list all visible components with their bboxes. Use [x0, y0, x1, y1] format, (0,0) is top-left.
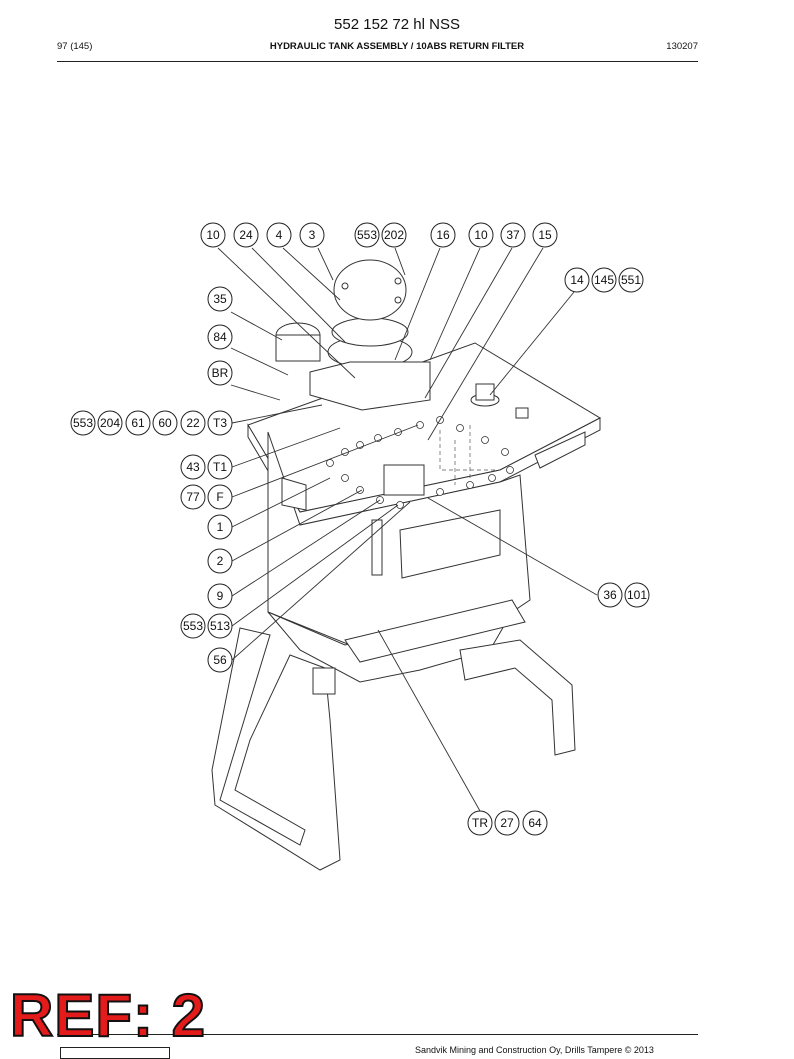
callout-64[interactable]: 64 [522, 810, 548, 836]
page-number: 97 (145) [57, 41, 93, 52]
callout-101[interactable]: 101 [624, 582, 650, 608]
callout-35[interactable]: 35 [207, 286, 233, 312]
callout-27[interactable]: 27 [494, 810, 520, 836]
callout-BR[interactable]: BR [207, 360, 233, 386]
callout-TR[interactable]: TR [467, 810, 493, 836]
callout-14[interactable]: 14 [564, 267, 590, 293]
callout-2[interactable]: 2 [207, 548, 233, 574]
svg-text:F: F [216, 490, 223, 504]
svg-text:61: 61 [131, 416, 145, 430]
svg-text:553: 553 [73, 416, 93, 430]
callout-3[interactable]: 3 [299, 222, 325, 248]
svg-text:14: 14 [570, 273, 584, 287]
callout-balloons: 10 24 4 3 553 202 16 10 37 15 14 145 551… [70, 222, 650, 836]
callout-9[interactable]: 9 [207, 583, 233, 609]
svg-text:84: 84 [213, 330, 227, 344]
footer-rule [57, 1034, 698, 1035]
section-title: HYDRAULIC TANK ASSEMBLY / 10ABS RETURN F… [269, 41, 525, 52]
callout-56[interactable]: 56 [207, 647, 233, 673]
callout-37[interactable]: 37 [500, 222, 526, 248]
svg-text:64: 64 [528, 816, 542, 830]
callout-F[interactable]: F [207, 484, 233, 510]
svg-text:551: 551 [621, 273, 641, 287]
svg-text:2: 2 [217, 554, 224, 568]
callout-513[interactable]: 513 [207, 613, 233, 639]
svg-text:1: 1 [217, 520, 224, 534]
svg-text:60: 60 [158, 416, 172, 430]
svg-text:35: 35 [213, 292, 227, 306]
svg-text:3: 3 [309, 228, 316, 242]
callout-553-lower[interactable]: 553 [180, 613, 206, 639]
callout-77[interactable]: 77 [180, 484, 206, 510]
svg-text:BR: BR [212, 366, 229, 380]
svg-text:4: 4 [276, 228, 283, 242]
svg-text:15: 15 [538, 228, 552, 242]
callout-551[interactable]: 551 [618, 267, 644, 293]
callout-36[interactable]: 36 [597, 582, 623, 608]
header-rule [57, 61, 698, 62]
svg-text:513: 513 [210, 619, 230, 633]
svg-text:9: 9 [217, 589, 224, 603]
callout-T3[interactable]: T3 [207, 410, 233, 436]
callout-84[interactable]: 84 [207, 324, 233, 350]
callout-24[interactable]: 24 [233, 222, 259, 248]
svg-text:56: 56 [213, 653, 227, 667]
callout-145[interactable]: 145 [591, 267, 617, 293]
document-code: 130207 [666, 41, 698, 52]
callout-15[interactable]: 15 [532, 222, 558, 248]
leader-lines [217, 247, 598, 812]
svg-text:43: 43 [186, 460, 200, 474]
svg-text:22: 22 [186, 416, 200, 430]
callout-10-second[interactable]: 10 [468, 222, 494, 248]
svg-text:101: 101 [627, 588, 647, 602]
tank-linework [211, 259, 602, 871]
callout-16[interactable]: 16 [430, 222, 456, 248]
svg-text:24: 24 [239, 228, 253, 242]
svg-text:204: 204 [100, 416, 120, 430]
svg-text:10: 10 [474, 228, 488, 242]
svg-text:553: 553 [183, 619, 203, 633]
callout-T1[interactable]: T1 [207, 454, 233, 480]
callout-4[interactable]: 4 [266, 222, 292, 248]
svg-text:37: 37 [506, 228, 520, 242]
svg-text:T3: T3 [213, 416, 227, 430]
footer-copyright: Sandvik Mining and Construction Oy, Dril… [415, 1045, 654, 1055]
callout-60[interactable]: 60 [152, 410, 178, 436]
callout-553[interactable]: 553 [354, 222, 380, 248]
svg-text:27: 27 [500, 816, 514, 830]
svg-text:TR: TR [472, 816, 488, 830]
svg-text:77: 77 [186, 490, 200, 504]
callout-204[interactable]: 204 [97, 410, 123, 436]
callout-61[interactable]: 61 [125, 410, 151, 436]
callout-43[interactable]: 43 [180, 454, 206, 480]
svg-text:T1: T1 [213, 460, 227, 474]
svg-text:553: 553 [357, 228, 377, 242]
callout-22[interactable]: 22 [180, 410, 206, 436]
svg-text:202: 202 [384, 228, 404, 242]
svg-text:36: 36 [603, 588, 617, 602]
svg-text:16: 16 [436, 228, 450, 242]
callout-202[interactable]: 202 [381, 222, 407, 248]
callout-553-left[interactable]: 553 [70, 410, 96, 436]
callout-10[interactable]: 10 [200, 222, 226, 248]
svg-text:145: 145 [594, 273, 614, 287]
callout-1[interactable]: 1 [207, 514, 233, 540]
document-title: 552 152 72 hl NSS [334, 16, 460, 33]
ref-stamp: REF: 2 [9, 982, 207, 1049]
svg-text:10: 10 [206, 228, 220, 242]
